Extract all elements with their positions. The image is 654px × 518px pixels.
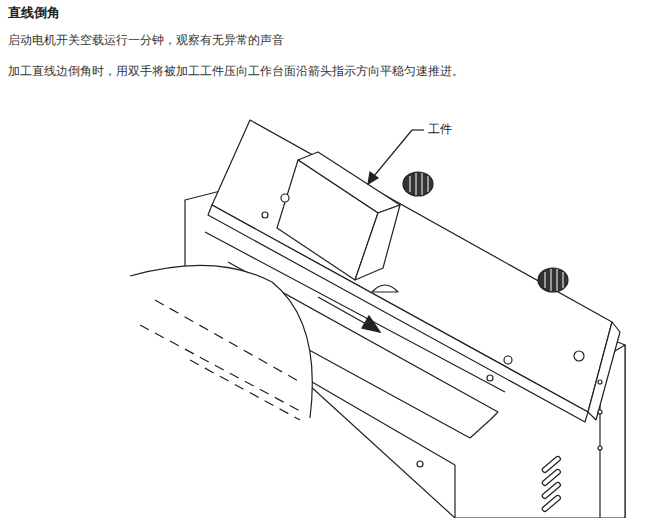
screws — [262, 194, 602, 467]
heading: 直线倒角 — [8, 4, 60, 22]
leader-line — [368, 130, 424, 184]
part-label: 工件 — [426, 121, 454, 138]
clamp-knob — [403, 172, 433, 196]
vent-slots — [541, 455, 561, 512]
fence-rail — [208, 205, 588, 422]
instruction-note: 加工直线边倒角时，用双手将被加工工件压向工作台面沿箭头指示方向平稳匀速推进。 — [8, 64, 464, 79]
clamp-knob — [538, 268, 568, 292]
cutter-disk — [130, 265, 312, 418]
instruction-note: 启动电机开关空载运行一分钟，观察有无异常的声音 — [8, 33, 284, 48]
fence-plate — [212, 120, 612, 412]
feed-arrow — [318, 297, 380, 332]
